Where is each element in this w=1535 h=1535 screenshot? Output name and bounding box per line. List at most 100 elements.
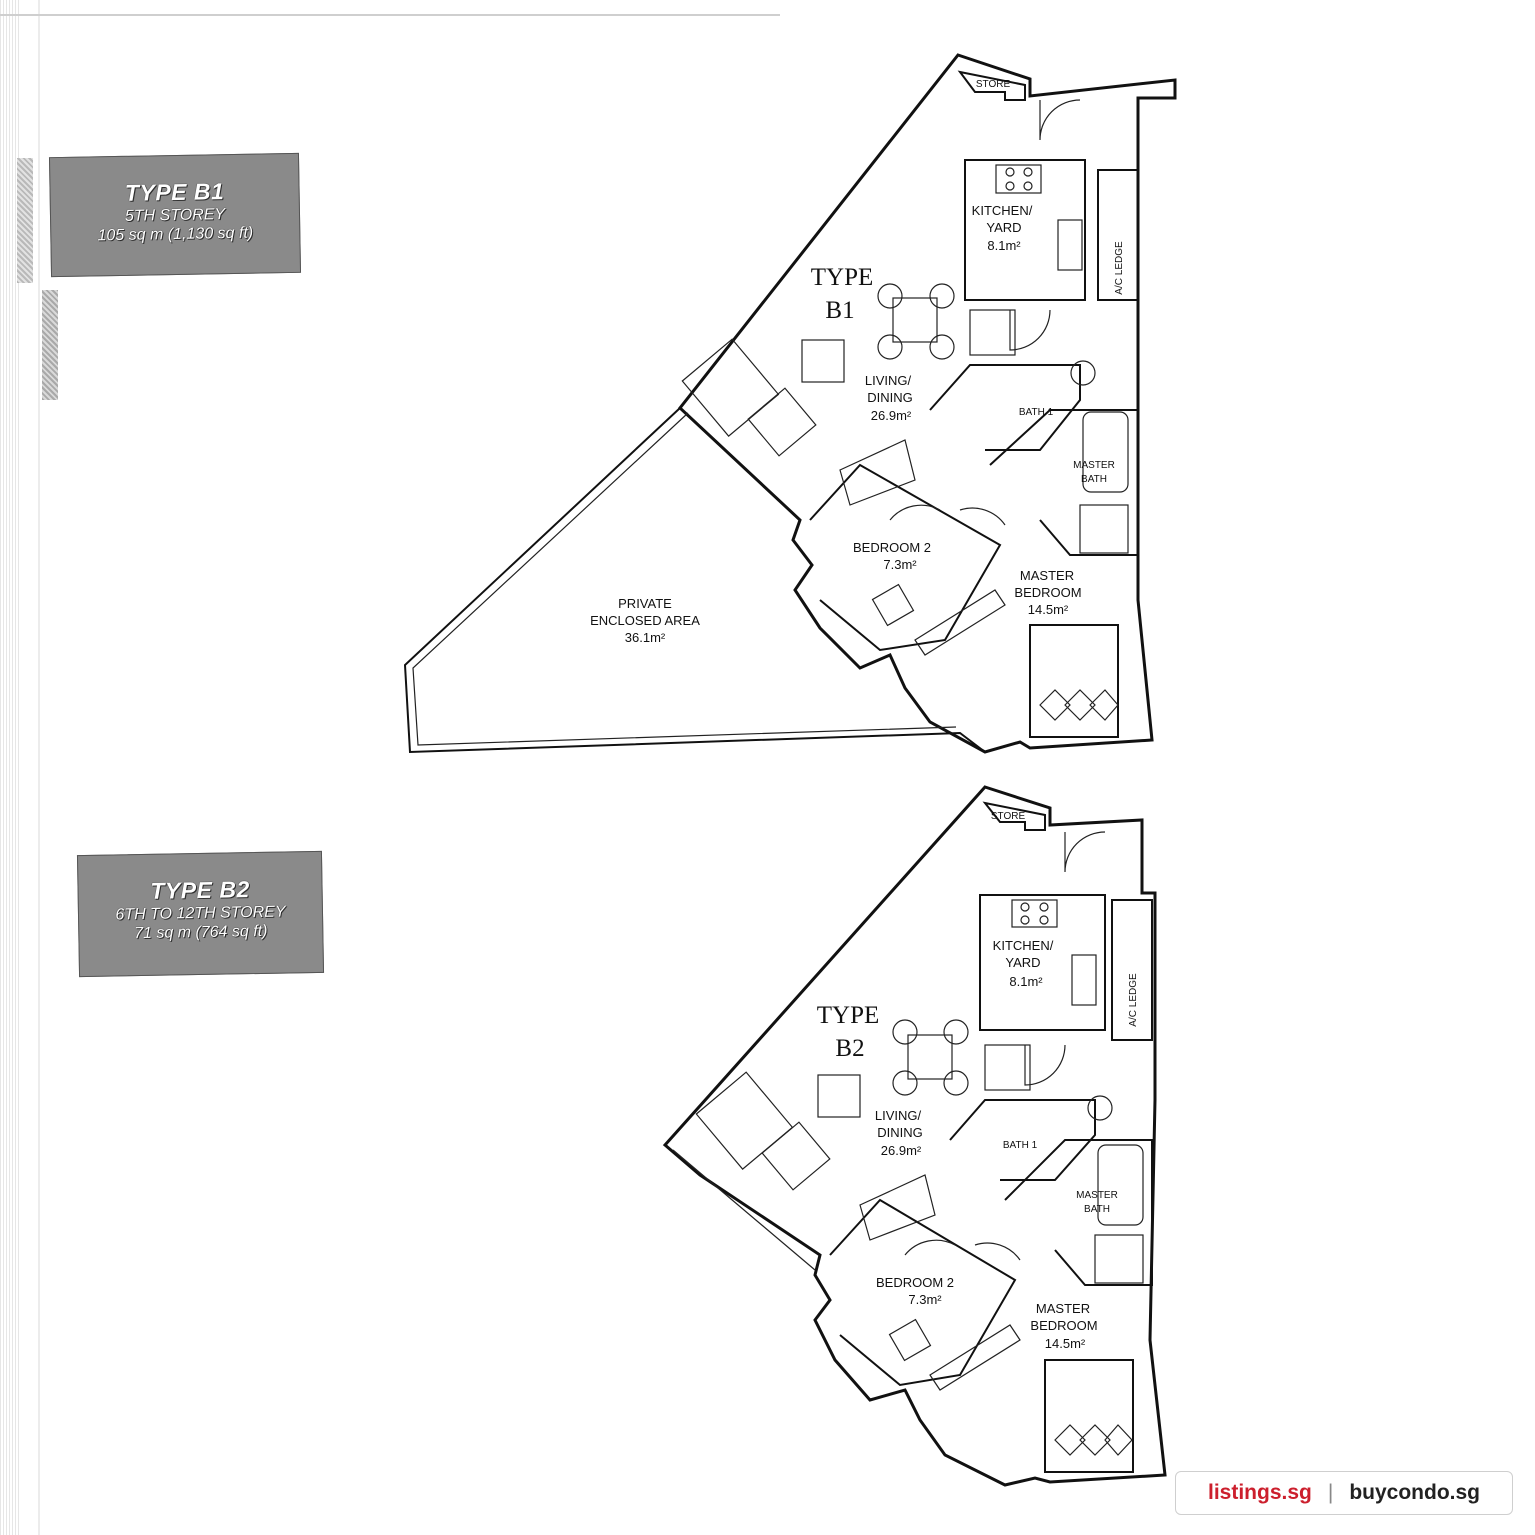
- watermark-separator: |: [1327, 1481, 1334, 1504]
- b1-dining-chair: [877, 334, 903, 360]
- b1-bathtub: [1082, 411, 1129, 493]
- b1-burner: [1023, 167, 1033, 177]
- b1-burner: [1005, 167, 1015, 177]
- b2-master-bedroom-label-1: MASTER: [1036, 1301, 1090, 1316]
- b1-wardrobe: [839, 439, 916, 506]
- b2-stove-outline: [1011, 899, 1058, 928]
- b1-burner: [1005, 181, 1015, 191]
- b2-washer-outline: [984, 1044, 1031, 1091]
- b1-door-swing: [889, 504, 941, 521]
- b2-store-outline: [982, 801, 1046, 831]
- b2-master-bedroom-area: 14.5m²: [1045, 1336, 1086, 1351]
- b1-master-bedroom-label-2: BEDROOM: [1014, 585, 1081, 600]
- b2-desk: [888, 1318, 932, 1362]
- b1-door-swing: [959, 507, 1006, 526]
- b2-master-bath-label-2: BATH: [1084, 1204, 1110, 1215]
- b1-washbasin: [1070, 360, 1096, 386]
- scan-margin-mark: [42, 290, 58, 400]
- b2-burner: [1020, 915, 1030, 925]
- b2-pillows: [1054, 1424, 1133, 1456]
- b1-bedroom2-label: BEDROOM 2: [853, 540, 931, 555]
- b2-dining-table: [907, 1034, 953, 1080]
- b2-armchair: [817, 1074, 861, 1118]
- scan-edge-line: [38, 0, 40, 1535]
- b2-dining-chair: [943, 1070, 969, 1096]
- b1-master-bedroom-area: 14.5m²: [1028, 602, 1069, 617]
- watermark-site-2[interactable]: buycondo.sg: [1349, 1481, 1480, 1504]
- b1-dining-chair: [929, 283, 955, 309]
- b2-burner: [1020, 902, 1030, 912]
- b1-type-label-1: TYPE: [811, 264, 874, 291]
- b2-door-swing: [1064, 831, 1106, 873]
- b2-living-area: 26.9m²: [881, 1143, 922, 1158]
- b2-bath1-outline: [949, 1099, 1096, 1181]
- b1-pea-label-1: PRIVATE: [618, 596, 672, 611]
- b1-shower: [1079, 504, 1129, 554]
- b2-bed-outline: [1044, 1359, 1134, 1473]
- b2-dining-chair: [892, 1070, 918, 1096]
- b2-door-swing: [904, 1239, 956, 1256]
- b1-master-bedroom-label-1: MASTER: [1020, 568, 1074, 583]
- b1-pea-label-2: ENCLOSED AREA: [590, 613, 700, 628]
- b1-door-swing: [1009, 309, 1051, 351]
- b2-outer-wall: [662, 785, 1167, 1487]
- b2-washbasin: [1087, 1095, 1113, 1121]
- b1-bath1-outline: [929, 364, 1081, 451]
- b2-ac-ledge-outline: [1111, 899, 1153, 1041]
- b2-kitchen-label-2: YARD: [1005, 955, 1040, 970]
- b2-bedroom2-outline: [829, 1198, 1017, 1387]
- floor-plan-b1: TYPE B1 STORE KITCHEN/ YARD 8.1m² A/C LE…: [403, 53, 1177, 754]
- b2-dining-chair: [892, 1019, 918, 1045]
- b2-living-label-1: LIVING/: [875, 1108, 922, 1123]
- b1-stove-outline: [995, 164, 1042, 194]
- b1-outer-wall: [677, 53, 1177, 754]
- b1-bath1-label: BATH 1: [1019, 407, 1054, 418]
- b1-bedroom2-area: 7.3m²: [883, 557, 917, 572]
- b1-living-area: 26.9m²: [871, 408, 912, 423]
- b2-dining-chair: [943, 1019, 969, 1045]
- scan-edge-strip: [0, 0, 20, 1535]
- b2-ac-ledge-label: A/C LEDGE: [1128, 973, 1139, 1027]
- b1-ac-ledge-label: A/C LEDGE: [1114, 241, 1125, 295]
- b2-sink-outline: [1071, 954, 1097, 1006]
- b1-dining-chair: [877, 283, 903, 309]
- b2-inner-line: [672, 1149, 816, 1271]
- b1-master-bath-label-2: BATH: [1081, 474, 1107, 485]
- b2-store-label: STORE: [991, 811, 1026, 822]
- b1-private-enclosed-area-outline: [403, 407, 986, 754]
- b1-bed-outline: [1029, 624, 1119, 738]
- b1-door-swing: [1039, 99, 1081, 141]
- watermark-site-1[interactable]: listings.sg: [1208, 1481, 1312, 1504]
- b2-burner: [1039, 915, 1049, 925]
- b2-master-bedroom-label-2: BEDROOM: [1030, 1318, 1097, 1333]
- b2-bath1-label: BATH 1: [1003, 1140, 1038, 1151]
- b1-store-outline: [957, 70, 1026, 101]
- b1-bedroom-wardrobe: [914, 589, 1006, 656]
- b1-kitchen-label-2: YARD: [986, 220, 1021, 235]
- floor-plan-b2: TYPE B2 STORE KITCHEN/ YARD 8.1m² A/C LE…: [662, 785, 1167, 1487]
- b2-shower: [1094, 1234, 1144, 1284]
- b1-bedroom2-outline: [809, 463, 1002, 652]
- b1-dining-chair: [929, 334, 955, 360]
- b2-door-swing: [1024, 1044, 1066, 1086]
- scan-margin-mark: [17, 158, 33, 283]
- b2-master-bath-outline: [1004, 1139, 1153, 1286]
- b2-bathtub: [1097, 1144, 1144, 1226]
- b1-sink-outline: [1057, 219, 1083, 271]
- b1-store-label: STORE: [976, 79, 1011, 90]
- b2-bedroom2-area: 7.3m²: [908, 1292, 942, 1307]
- b2-master-bath-label-1: MASTER: [1076, 1190, 1118, 1201]
- b2-bedroom2-label: BEDROOM 2: [876, 1275, 954, 1290]
- b2-door-swing: [974, 1242, 1021, 1261]
- b1-washer-outline: [969, 309, 1016, 356]
- b1-living-label-2: DINING: [867, 390, 913, 405]
- b1-pillows: [1039, 689, 1119, 721]
- b2-sofa: [695, 1071, 794, 1170]
- b2-coffee-table: [761, 1121, 831, 1191]
- watermark-badge: listings.sg | buycondo.sg: [1175, 1471, 1513, 1515]
- b1-master-bath-outline: [989, 409, 1139, 556]
- b1-kitchen-outline: [964, 159, 1086, 301]
- b1-kitchen-label-1: KITCHEN/: [972, 203, 1033, 218]
- b1-pea-inner-line: [412, 412, 957, 746]
